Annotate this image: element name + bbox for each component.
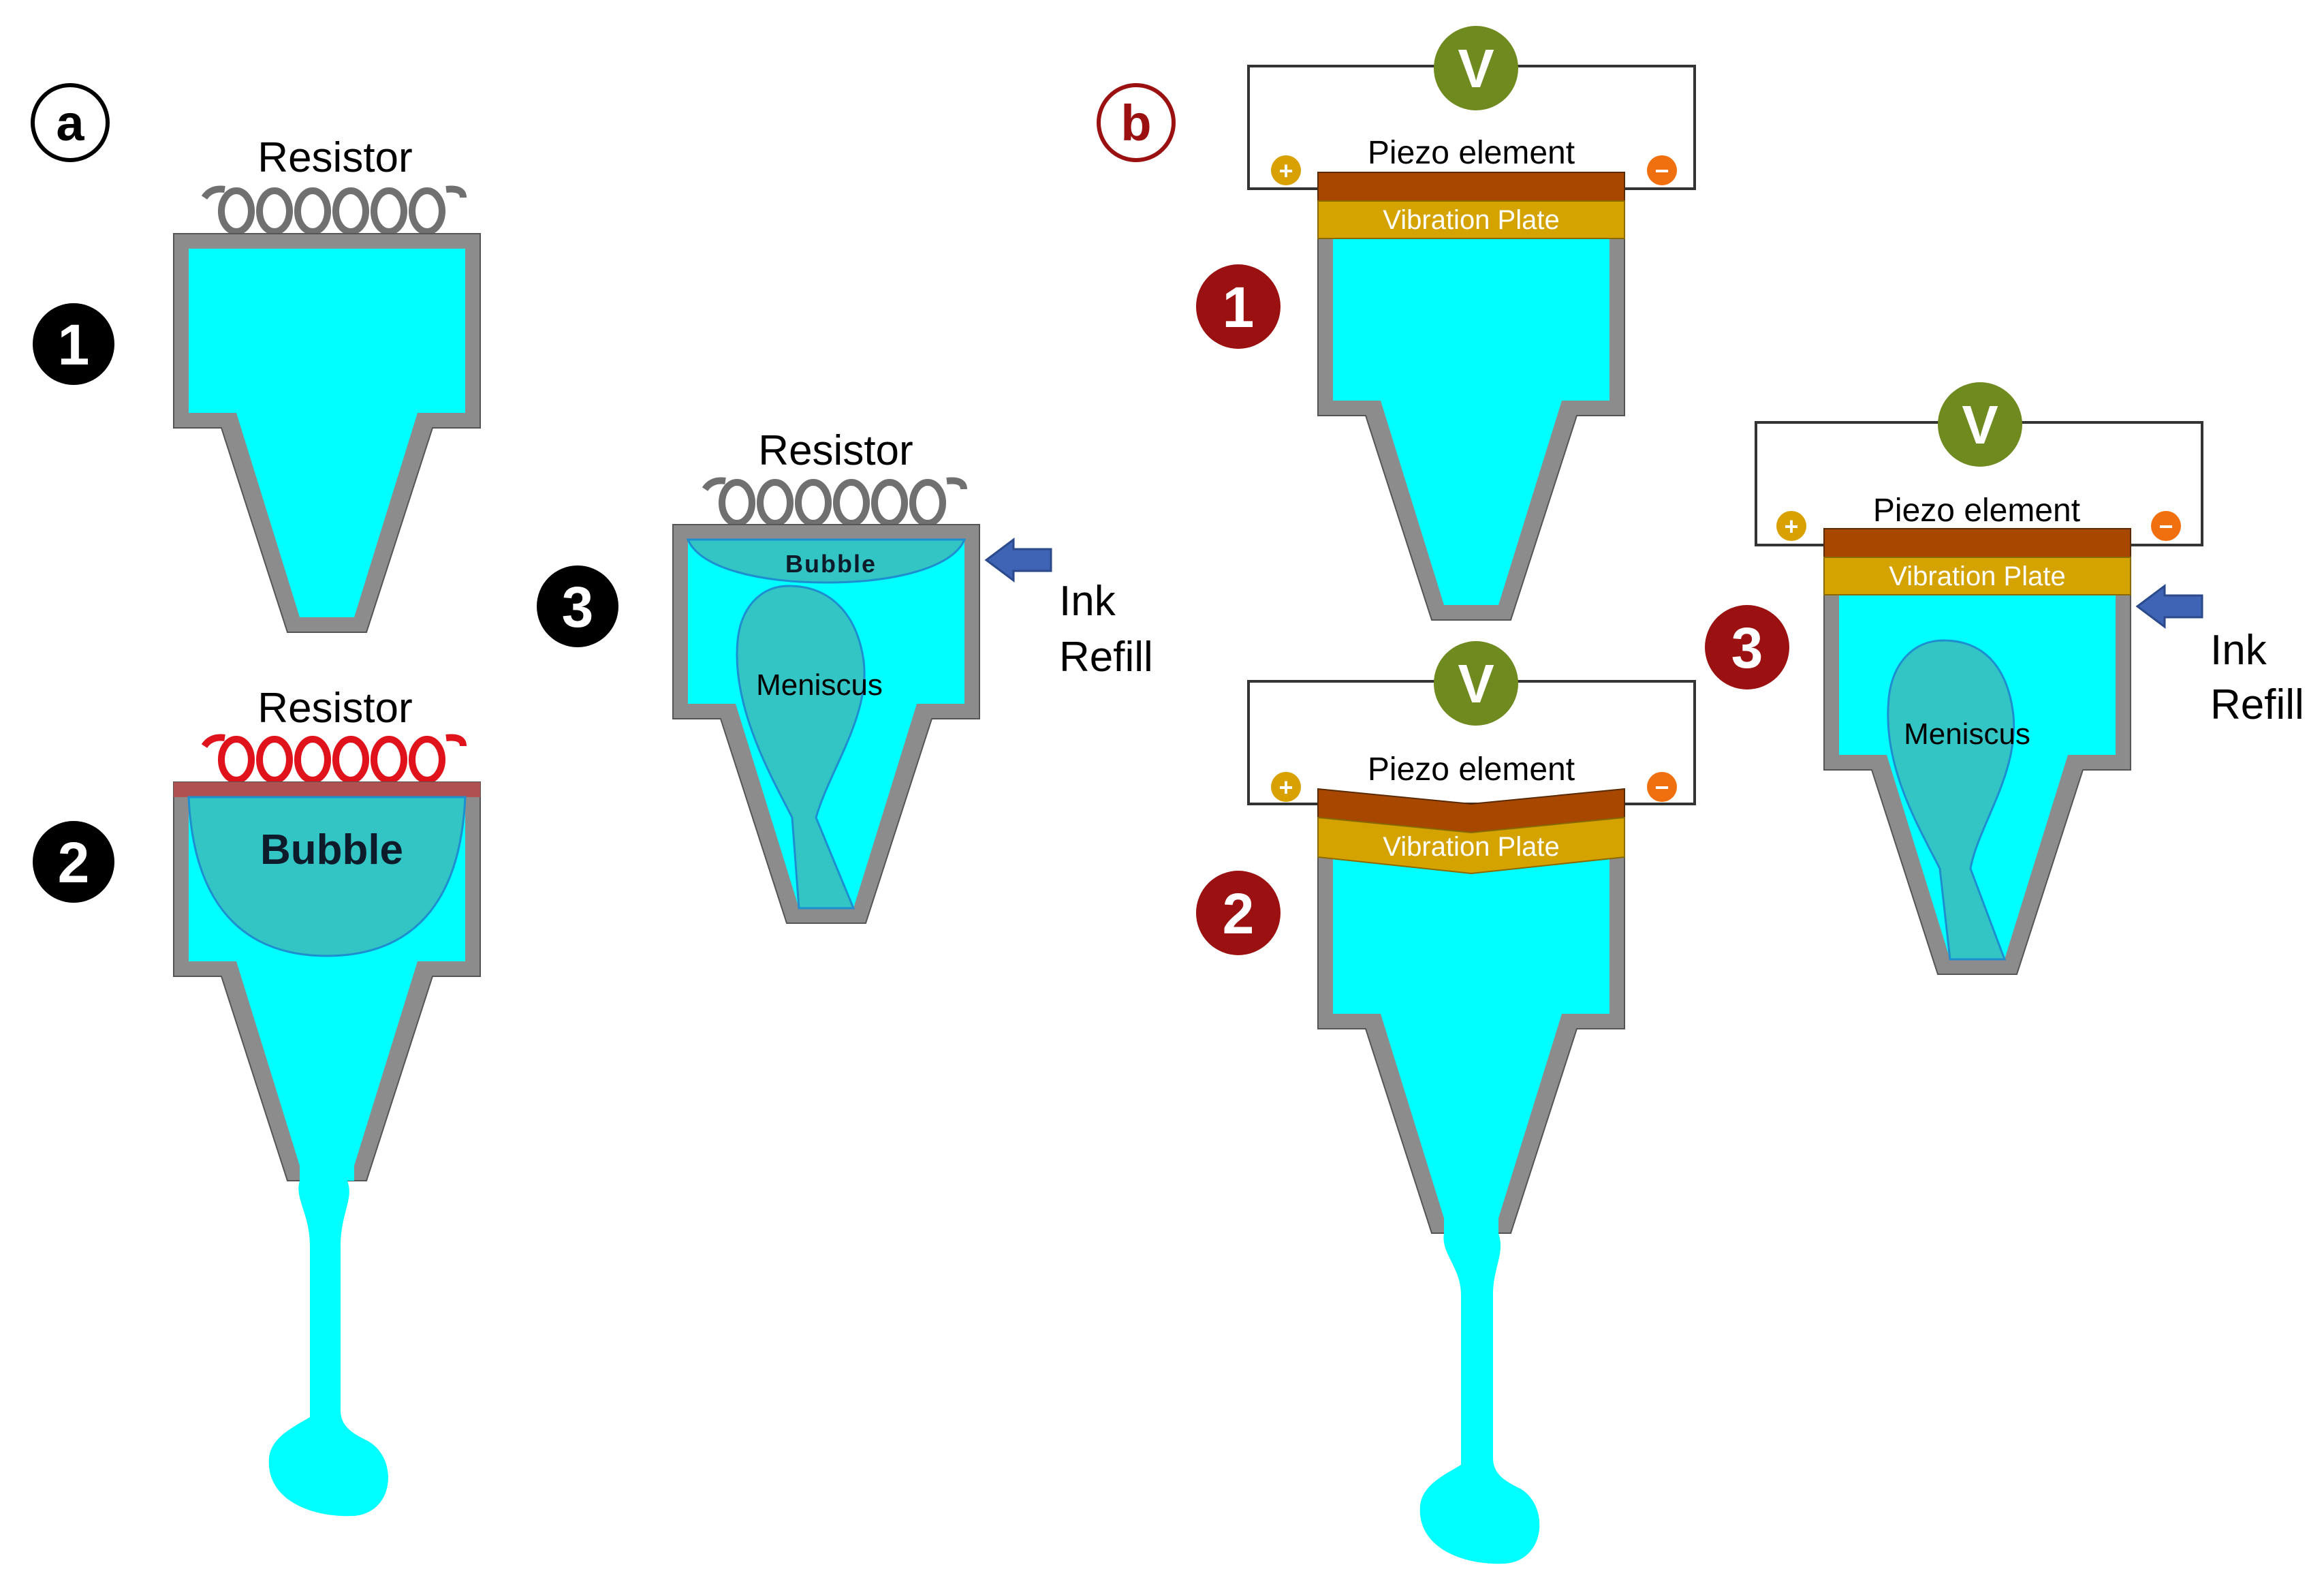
- step-a3-badge: [537, 565, 618, 647]
- step-b1-badge: [1196, 264, 1281, 349]
- step-b1-number: 1: [1223, 275, 1255, 339]
- plus-terminal-b2: [1271, 772, 1301, 802]
- meniscus-b3: [1887, 639, 2015, 961]
- panel-a-label: a: [31, 83, 110, 162]
- resistor-coil-a3: [702, 477, 967, 527]
- resistor-label-a3: Resistor: [758, 427, 913, 474]
- minus-terminal-b2: [1647, 772, 1677, 802]
- ink-droplet-b2: [1419, 1233, 1540, 1564]
- plus-sign-b2: +: [1278, 773, 1293, 801]
- plus-terminal-b1: [1271, 155, 1301, 185]
- bubble-a3: [686, 538, 967, 584]
- minus-sign-b3: −: [2158, 512, 2173, 540]
- step-b2-number: 2: [1223, 882, 1255, 946]
- step-b2: 2 V + − Piezo element Vibration Plate: [1196, 641, 1696, 1564]
- step-b2-badge: [1196, 871, 1281, 955]
- step-a1-badge: [33, 303, 114, 385]
- step-a3: 3 Resistor Bubble: [537, 427, 1153, 924]
- minus-sign-b1: −: [1654, 157, 1669, 185]
- nozzle-chamber-a3: Bubble Meniscus: [672, 524, 980, 924]
- step-a1: 1 Resistor: [33, 134, 481, 633]
- refill-label-a3-line2: Refill: [1059, 634, 1153, 681]
- panel-a: a 1 Resistor: [31, 83, 1153, 1517]
- piezo-element-b1: [1317, 172, 1625, 202]
- refill-arrow-b3: [2136, 585, 2203, 628]
- step-a2: 2 Resistor Bubble: [33, 685, 481, 1517]
- plate-label-b1: Vibration Plate: [1383, 205, 1559, 235]
- nozzle-chamber-b1: [1317, 221, 1625, 621]
- step-b1: 1 V + − Piezo element Vibration Plate: [1196, 26, 1696, 621]
- panel-b: b 1 V + − Piezo element Vibration Plate: [1097, 26, 2304, 1564]
- meniscus-label-b3: Meniscus: [1904, 717, 2030, 751]
- bubble-label-a2: Bubble: [260, 826, 403, 873]
- voltage-label-b1: V: [1458, 38, 1494, 99]
- plus-sign-b3: +: [1784, 512, 1798, 540]
- panel-b-label: b: [1097, 83, 1176, 162]
- step-a2-badge: [33, 821, 114, 903]
- refill-label-b3-line1: Ink: [2210, 627, 2267, 674]
- piezo-element-b3: [1823, 528, 2131, 558]
- heated-plate: [174, 782, 480, 797]
- voltage-source-b2: [1434, 641, 1518, 726]
- voltage-label-b2: V: [1458, 653, 1494, 714]
- panel-a-letter: a: [56, 95, 84, 151]
- step-a2-number: 2: [58, 831, 90, 895]
- voltage-source-b1: [1434, 26, 1518, 110]
- bubble-label-a3: Bubble: [785, 550, 877, 578]
- nozzle-chamber-a2: Bubble: [173, 781, 481, 1181]
- minus-terminal-b1: [1647, 155, 1677, 185]
- bubble-a2: [187, 796, 467, 957]
- meniscus-a3: [736, 585, 866, 910]
- vibration-plate-b3: [1823, 557, 2131, 595]
- piezo-label-b2: Piezo element: [1368, 751, 1575, 788]
- nozzle-chamber-b2: [1317, 834, 1625, 1234]
- voltage-source-b3: [1938, 382, 2022, 467]
- resistor-coil-a2: [201, 734, 467, 784]
- resistor-label-a2: Resistor: [257, 685, 412, 732]
- refill-arrow-a3: [985, 538, 1052, 582]
- ink-droplet-a2: [268, 1181, 388, 1517]
- nozzle-chamber-b3: Meniscus: [1823, 575, 2131, 975]
- step-b3: 3 V + − Piezo element Meniscus Vibration…: [1705, 382, 2304, 975]
- plate-label-b3: Vibration Plate: [1889, 561, 2065, 591]
- minus-terminal-b3: [2151, 511, 2181, 541]
- piezo-label-b3: Piezo element: [1873, 493, 2080, 529]
- vibration-plate-b1: [1317, 200, 1625, 239]
- step-b3-number: 3: [1731, 616, 1763, 680]
- plate-label-b2: Vibration Plate: [1383, 832, 1559, 862]
- refill-label-a3-line1: Ink: [1059, 578, 1116, 625]
- vibration-plate-b2: [1317, 816, 1625, 875]
- piezo-label-b1: Piezo element: [1368, 135, 1575, 171]
- minus-sign-b2: −: [1654, 773, 1669, 801]
- resistor-label-a1: Resistor: [257, 134, 412, 181]
- step-a1-number: 1: [58, 313, 90, 377]
- resistor-coil-a1: [201, 185, 467, 235]
- plus-terminal-b3: [1776, 511, 1806, 541]
- refill-label-b3-line2: Refill: [2210, 681, 2304, 728]
- nozzle-chamber-a1: [173, 233, 481, 633]
- panel-b-letter: b: [1120, 95, 1151, 151]
- voltage-label-b3: V: [1962, 394, 1998, 455]
- step-b3-badge: [1705, 605, 1789, 689]
- meniscus-label-a3: Meniscus: [756, 668, 883, 702]
- step-a3-number: 3: [562, 575, 594, 639]
- plus-sign-b1: +: [1278, 157, 1293, 185]
